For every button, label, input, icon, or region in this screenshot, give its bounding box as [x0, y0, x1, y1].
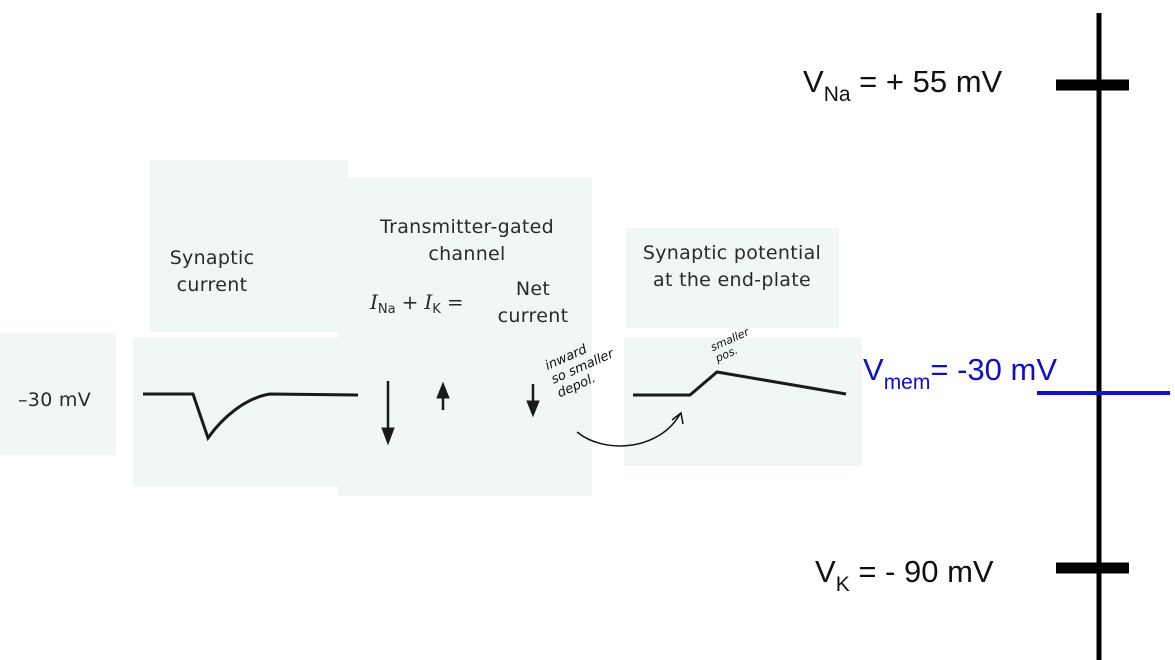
panel-channel: [338, 178, 592, 496]
resting-potential-label: –30 mV: [18, 389, 92, 411]
panel-synaptic-current-title: [150, 160, 348, 332]
synaptic-potential-trace: [633, 370, 847, 397]
handwritten-curved-arrow: [576, 413, 681, 447]
v-k-label: VK = - 90 mV: [815, 554, 994, 596]
panel-synaptic-potential-trace: [624, 338, 862, 466]
net-current-label: Net current: [497, 278, 569, 327]
na-current-arrow-down: [381, 381, 395, 446]
current-equation: INa+IK=: [370, 290, 464, 317]
k-current-arrow-up: [436, 381, 450, 410]
synaptic-current-trace: [143, 392, 359, 442]
v-mem-label: Vmem= -30 mV: [863, 352, 1057, 394]
panel-synaptic-potential-title: [626, 228, 839, 328]
panel-left-label: [0, 333, 116, 455]
synaptic-potential-title: Synaptic potential at the end-plate: [642, 242, 822, 291]
transmitter-gated-channel-title: Transmitter-gated channel: [379, 216, 555, 265]
v-na-label: VNa = + 55 mV: [803, 64, 1003, 106]
synaptic-current-title: Synaptic current: [169, 247, 255, 296]
net-current-arrow-down: [526, 384, 540, 418]
panel-synaptic-current-trace: [133, 338, 363, 486]
